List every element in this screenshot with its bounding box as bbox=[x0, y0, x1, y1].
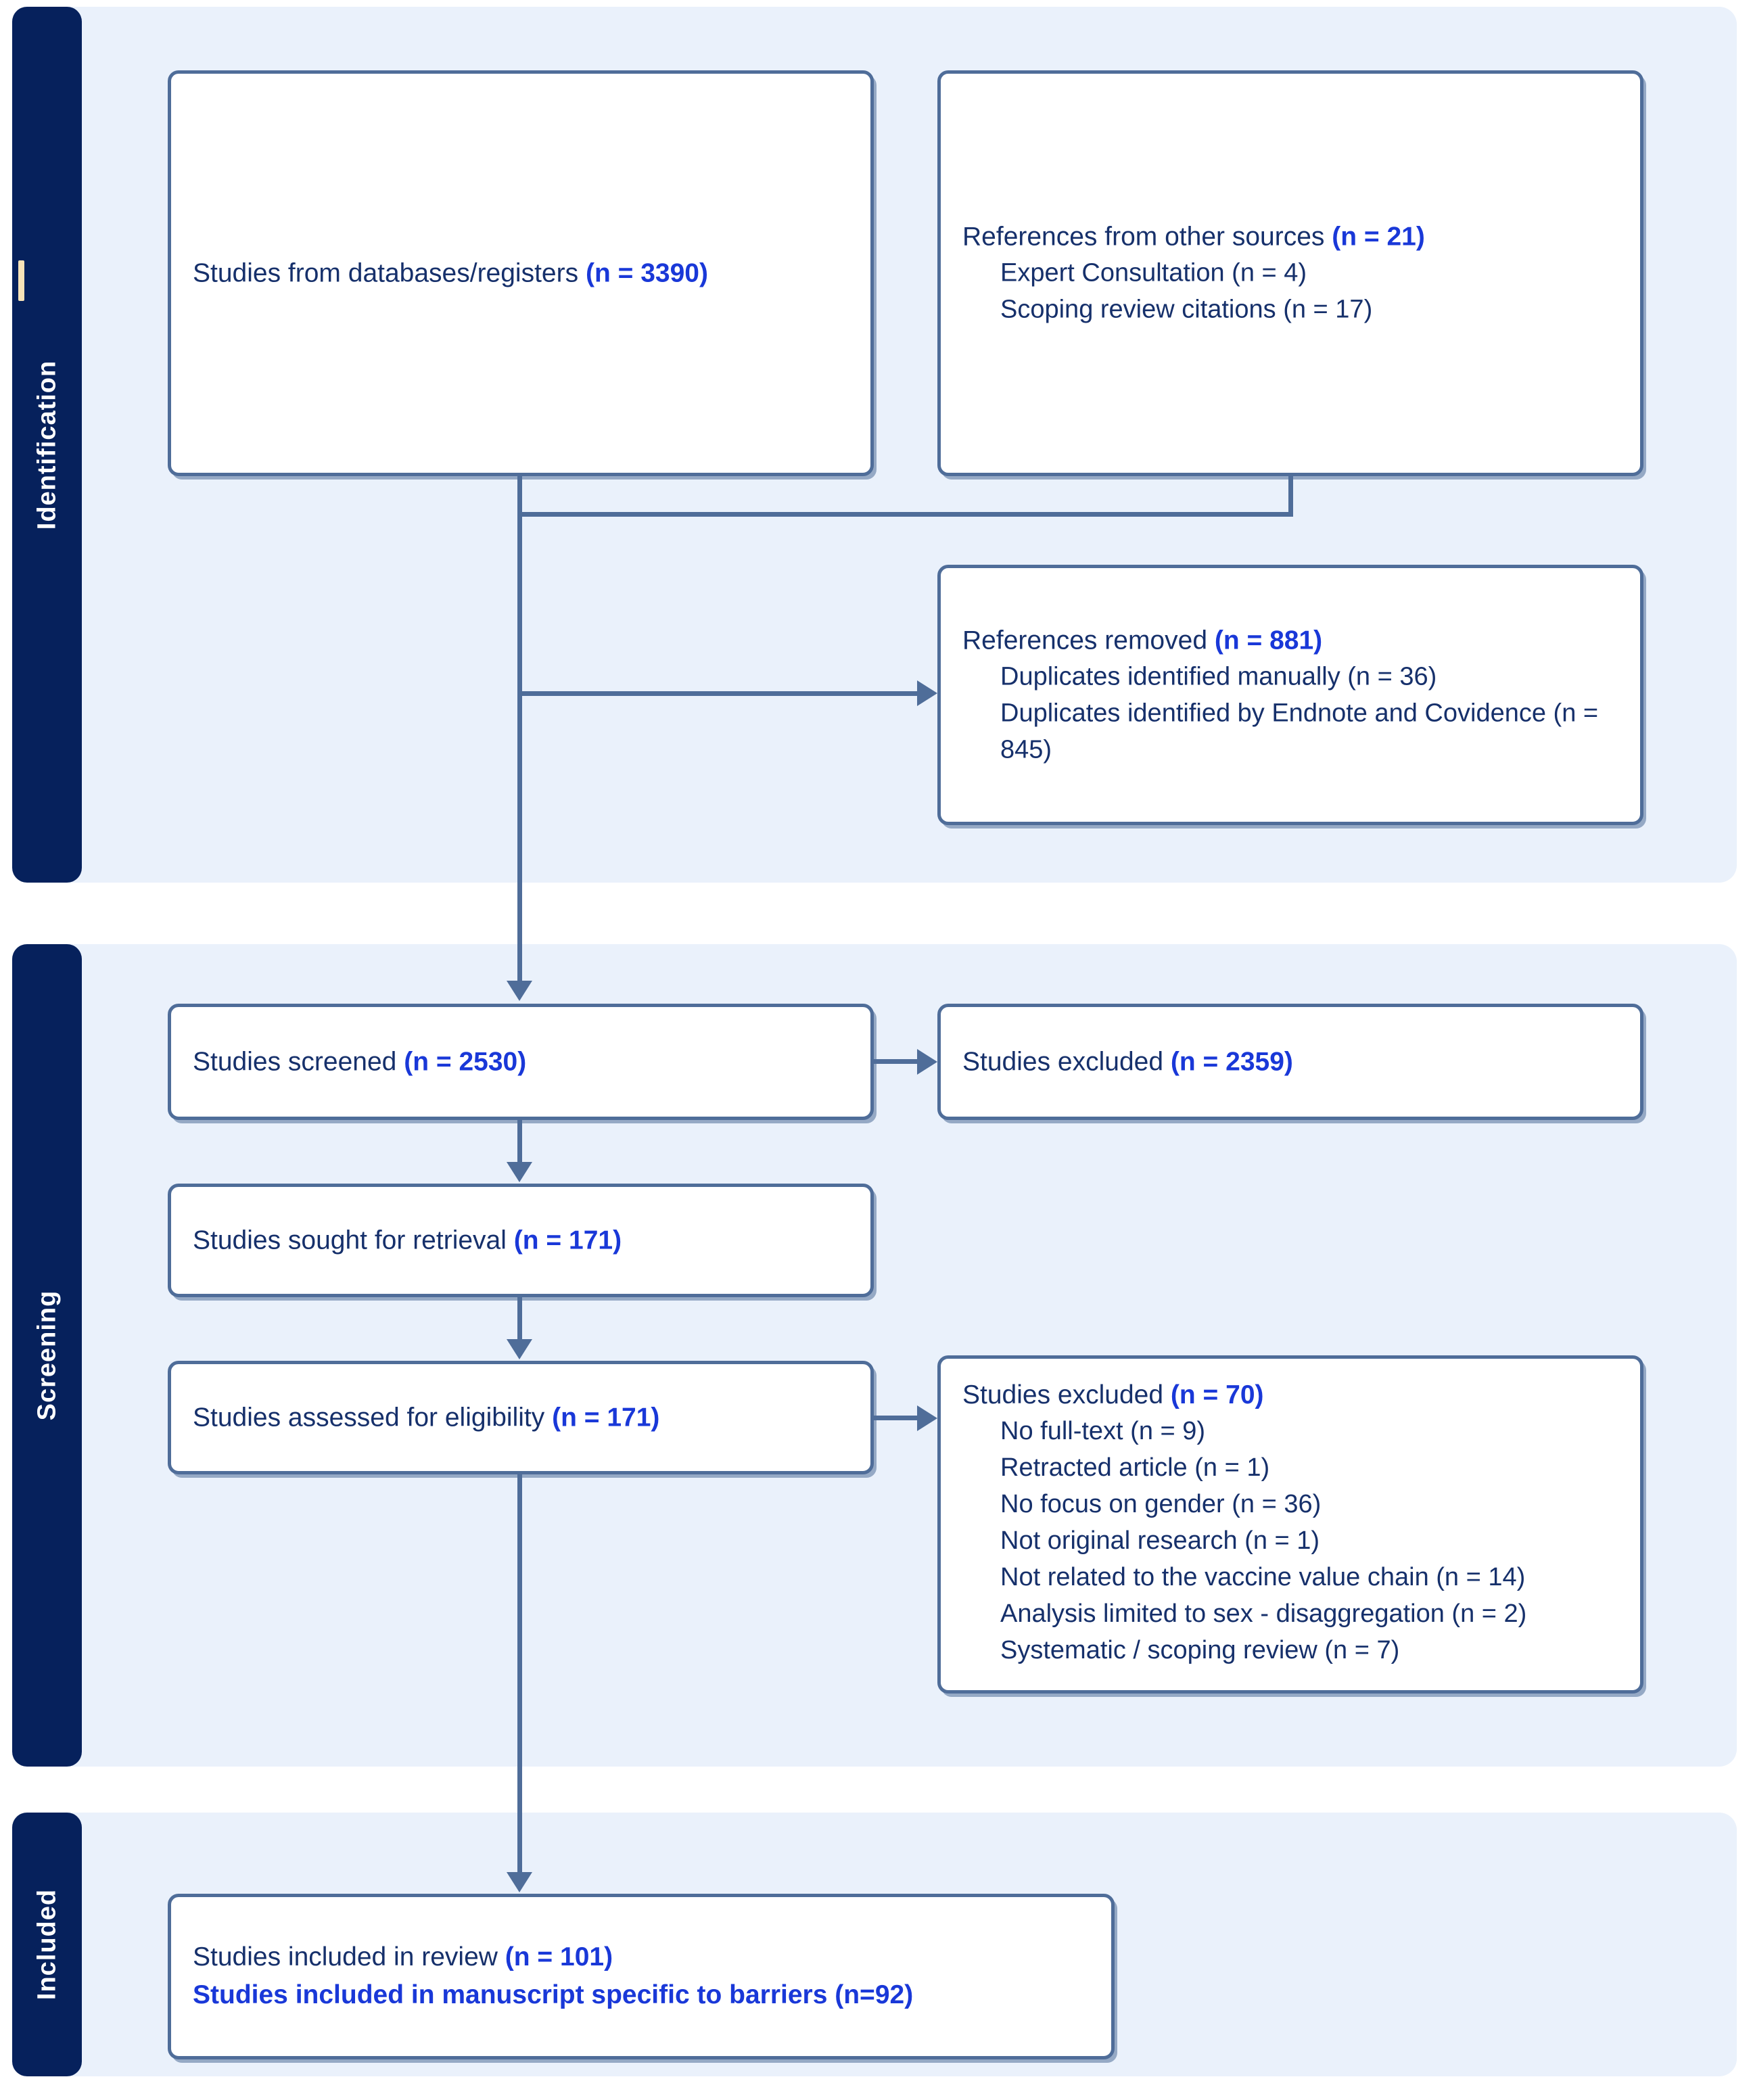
connector-sought-to-assessed bbox=[517, 1297, 522, 1339]
references-removed-label: References removed bbox=[962, 625, 1215, 655]
databases-line: Studies from databases/registers (n = 33… bbox=[193, 254, 849, 291]
assessed-line: Studies assessed for eligibility (n = 17… bbox=[193, 1399, 849, 1436]
eligibility-excluded-item-1: Retracted article (n = 1) bbox=[1000, 1453, 1270, 1483]
box-references-removed-content: References removed (n = 881) Duplicates … bbox=[941, 622, 1640, 768]
connector-other-sources-down bbox=[1288, 476, 1293, 517]
connector-trunk-to-screened bbox=[517, 883, 522, 981]
connector-databases-down bbox=[517, 476, 522, 517]
box-studies-included-content: Studies included in review (n = 101) Stu… bbox=[171, 1938, 1111, 2015]
box-studies-included: Studies included in review (n = 101) Stu… bbox=[168, 1894, 1115, 2059]
connector-assessed-to-excluded bbox=[874, 1416, 917, 1420]
box-studies-excluded-eligibility: Studies excluded (n = 70) No full-text (… bbox=[937, 1355, 1643, 1694]
connector-screened-to-excluded bbox=[874, 1059, 917, 1064]
arrow-to-sought-for-retrieval bbox=[507, 1162, 532, 1182]
box-studies-from-databases-content: Studies from databases/registers (n = 33… bbox=[171, 254, 870, 291]
arrow-to-studies-excluded-eligibility bbox=[917, 1405, 937, 1431]
eligibility-excluded-item-2: No focus on gender (n = 36) bbox=[1000, 1490, 1322, 1519]
sidebar-label-identification: Identification bbox=[32, 360, 61, 530]
other-sources-item-0: Expert Consultation (n = 4) bbox=[1000, 258, 1307, 287]
box-studies-from-databases: Studies from databases/registers (n = 33… bbox=[168, 70, 874, 476]
box-studies-screened-content: Studies screened (n = 2530) bbox=[171, 1043, 870, 1080]
included-line: Studies included in review (n = 101) bbox=[193, 1938, 1090, 1976]
sidebar-label-screening: Screening bbox=[32, 1290, 61, 1421]
eligibility-excluded-item-5: Analysis limited to sex - disaggregation… bbox=[1000, 1600, 1527, 1629]
connector-merge-horizontal bbox=[517, 512, 1293, 517]
eligibility-excluded-line: Studies excluded (n = 70) bbox=[962, 1376, 1618, 1414]
connector-assessed-to-included bbox=[517, 1474, 522, 1872]
other-sources-item-1: Scoping review citations (n = 17) bbox=[1000, 295, 1373, 324]
screened-excluded-label: Studies excluded bbox=[962, 1047, 1171, 1077]
box-studies-excluded-screening-content: Studies excluded (n = 2359) bbox=[941, 1043, 1640, 1080]
arrow-to-included bbox=[507, 1872, 532, 1892]
eligibility-excluded-item-4: Not related to the vaccine value chain (… bbox=[1000, 1563, 1526, 1592]
sought-count: (n = 171) bbox=[513, 1226, 622, 1255]
box-references-other-sources-content: References from other sources (n = 21) E… bbox=[941, 218, 1640, 328]
arrow-to-references-removed bbox=[917, 680, 937, 706]
eligibility-excluded-item-6: Systematic / scoping review (n = 7) bbox=[1000, 1636, 1400, 1665]
sidebar-included: Included bbox=[12, 1813, 82, 2076]
sidebar-label-included: Included bbox=[32, 1888, 61, 2001]
box-studies-sought-for-retrieval: Studies sought for retrieval (n = 171) bbox=[168, 1184, 874, 1297]
box-studies-screened: Studies screened (n = 2530) bbox=[168, 1004, 874, 1120]
connector-to-references-removed bbox=[517, 691, 920, 696]
references-removed-item-1: Duplicates identified by Endnote and Cov… bbox=[1000, 699, 1599, 764]
included-count: (n = 101) bbox=[505, 1942, 613, 1971]
box-studies-excluded-eligibility-content: Studies excluded (n = 70) No full-text (… bbox=[941, 1359, 1640, 1669]
databases-count: (n = 3390) bbox=[585, 258, 708, 288]
arrow-to-studies-excluded-screening bbox=[917, 1049, 937, 1075]
sidebar-identification: Identification bbox=[12, 7, 82, 883]
other-sources-line: References from other sources (n = 21) bbox=[962, 218, 1618, 255]
box-references-other-sources: References from other sources (n = 21) E… bbox=[937, 70, 1643, 476]
other-sources-count: (n = 21) bbox=[1332, 222, 1425, 252]
box-studies-excluded-screening: Studies excluded (n = 2359) bbox=[937, 1004, 1643, 1120]
box-studies-assessed-for-eligibility: Studies assessed for eligibility (n = 17… bbox=[168, 1361, 874, 1474]
eligibility-excluded-count: (n = 70) bbox=[1170, 1380, 1264, 1409]
box-references-removed: References removed (n = 881) Duplicates … bbox=[937, 565, 1643, 825]
eligibility-excluded-label: Studies excluded bbox=[962, 1380, 1171, 1409]
box-studies-sought-content: Studies sought for retrieval (n = 171) bbox=[171, 1221, 870, 1259]
box-studies-assessed-content: Studies assessed for eligibility (n = 17… bbox=[171, 1399, 870, 1436]
arrow-to-screened bbox=[507, 981, 532, 1001]
other-sources-label: References from other sources bbox=[962, 222, 1332, 252]
arrow-to-assessed-for-eligibility bbox=[507, 1339, 532, 1359]
references-removed-count: (n = 881) bbox=[1214, 625, 1323, 655]
eligibility-excluded-item-0: No full-text (n = 9) bbox=[1000, 1417, 1206, 1446]
screened-line: Studies screened (n = 2530) bbox=[193, 1043, 849, 1080]
sidebar-screening: Screening bbox=[12, 944, 82, 1767]
screened-count: (n = 2530) bbox=[404, 1047, 527, 1077]
eligibility-excluded-item-3: Not original research (n = 1) bbox=[1000, 1526, 1320, 1556]
screened-excluded-count: (n = 2359) bbox=[1170, 1047, 1293, 1077]
databases-label: Studies from databases/registers bbox=[193, 258, 586, 288]
connector-screened-to-sought bbox=[517, 1120, 522, 1162]
identification-tick-marker bbox=[18, 260, 24, 301]
references-removed-line: References removed (n = 881) bbox=[962, 622, 1618, 659]
connector-main-trunk-identification bbox=[517, 512, 522, 958]
sought-line: Studies sought for retrieval (n = 171) bbox=[193, 1221, 849, 1259]
assessed-label: Studies assessed for eligibility bbox=[193, 1403, 553, 1432]
screened-label: Studies screened bbox=[193, 1047, 404, 1077]
included-label: Studies included in review bbox=[193, 1942, 505, 1971]
included-barriers-line: Studies included in manuscript specific … bbox=[193, 1980, 914, 2009]
references-removed-item-0: Duplicates identified manually (n = 36) bbox=[1000, 662, 1437, 691]
assessed-count: (n = 171) bbox=[552, 1403, 660, 1432]
sought-label: Studies sought for retrieval bbox=[193, 1226, 514, 1255]
screened-excluded-line: Studies excluded (n = 2359) bbox=[962, 1043, 1618, 1080]
